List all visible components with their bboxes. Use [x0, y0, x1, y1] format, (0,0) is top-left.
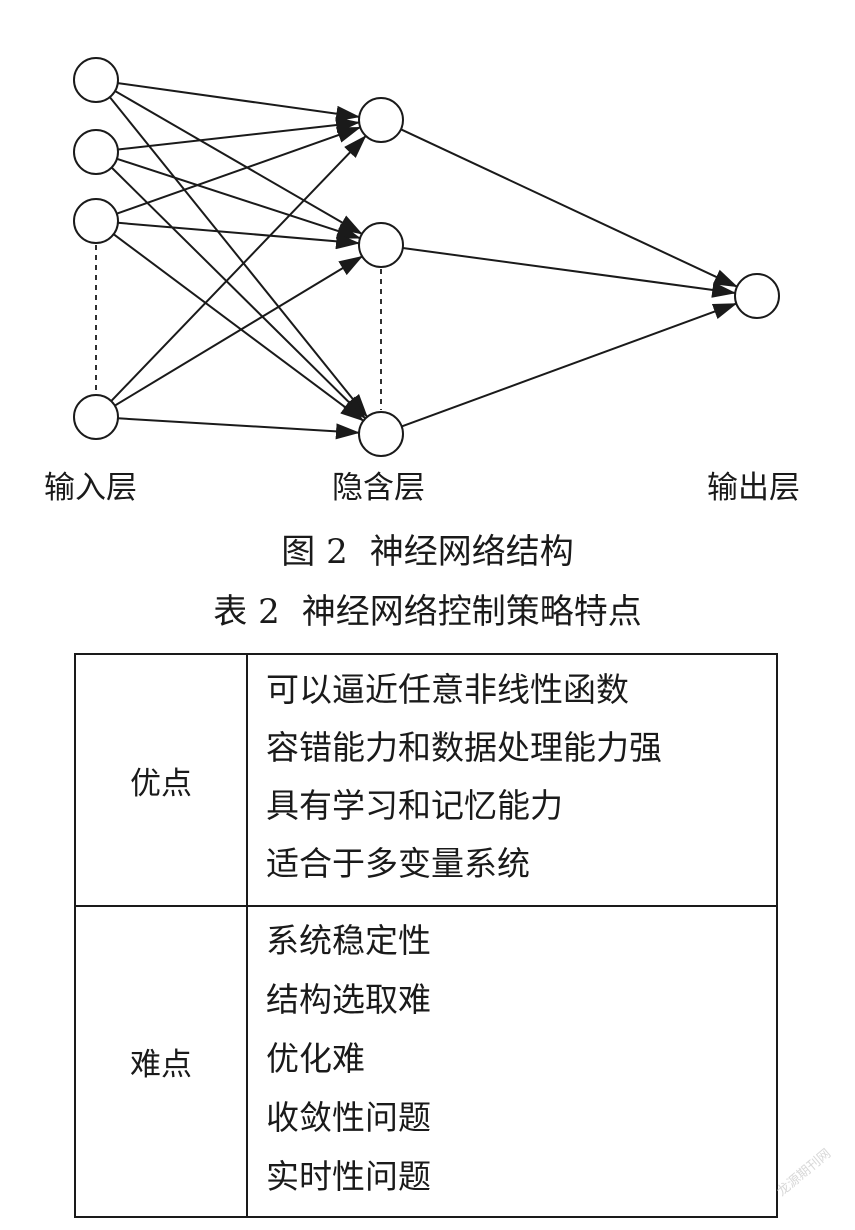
list-item: 实时性问题: [266, 1157, 431, 1196]
connection-edges: [109, 82, 739, 440]
difficulties-list: 系统稳定性 结构选取难 优化难 收敛性问题 实时性问题: [266, 911, 766, 1206]
edge-input-1-hidden-1: [116, 157, 362, 240]
edge-input-1-hidden-0: [117, 117, 361, 151]
neuron-nodes: [73, 57, 780, 457]
edge-input-3-hidden-2: [117, 417, 360, 440]
table-caption-title: 神经网络控制策略特点: [301, 592, 642, 632]
input-node-0: [73, 57, 119, 103]
watermark: 龙源期刊网: [774, 1146, 835, 1200]
edge-input-2-hidden-0: [116, 126, 362, 215]
table-caption: 表 2 神经网络控制策略特点: [0, 592, 855, 632]
edge-input-0-hidden-0: [117, 82, 361, 122]
list-item: 结构选取难: [266, 980, 431, 1019]
hidden-node-0: [358, 97, 404, 143]
edge-hidden-2-output: [401, 302, 738, 428]
row-label-advantages: 优点: [76, 655, 248, 905]
edge-input-3-hidden-0: [110, 135, 367, 402]
edge-input-0-hidden-2: [109, 96, 368, 418]
features-table: 优点 可以逼近任意非线性函数 容错能力和数据处理能力强 具有学习和记忆能力 适合…: [74, 653, 778, 1218]
list-item: 可以逼近任意非线性函数: [266, 670, 629, 709]
list-item: 系统稳定性: [266, 921, 431, 960]
list-item: 适合于多变量系统: [266, 844, 530, 883]
edge-hidden-0-output: [400, 128, 739, 288]
figure-caption: 图 2 神经网络结构: [0, 532, 855, 572]
figure-caption-number: 图 2: [281, 532, 348, 572]
figure-caption-title: 神经网络结构: [369, 532, 574, 572]
edge-input-1-hidden-2: [110, 166, 367, 420]
edge-input-3-hidden-1: [114, 255, 364, 407]
row-label-difficulties: 难点: [76, 907, 248, 1216]
ellipsis-dashes: [95, 245, 382, 410]
edge-hidden-1-output: [402, 247, 737, 298]
output-layer-label: 输出层: [707, 470, 800, 506]
table-row-advantages: 优点 可以逼近任意非线性函数 容错能力和数据处理能力强 具有学习和记忆能力 适合…: [76, 655, 776, 907]
output-node: [734, 273, 780, 319]
list-item: 收敛性问题: [266, 1098, 431, 1137]
edge-input-2-hidden-2: [113, 233, 365, 422]
advantages-list: 可以逼近任意非线性函数 容错能力和数据处理能力强 具有学习和记忆能力 适合于多变…: [266, 661, 766, 893]
hidden-node-1: [358, 222, 404, 268]
input-node-3: [73, 394, 119, 440]
input-node-2: [73, 198, 119, 244]
hidden-layer-label: 隐含层: [332, 470, 425, 506]
list-item: 具有学习和记忆能力: [266, 786, 563, 825]
neural-network-diagram: [73, 57, 780, 457]
table-row-difficulties: 难点 系统稳定性 结构选取难 优化难 收敛性问题 实时性问题: [76, 907, 776, 1216]
input-layer-label: 输入层: [44, 470, 137, 506]
list-item: 优化难: [266, 1039, 365, 1078]
hidden-node-2: [358, 411, 404, 457]
edge-input-0-hidden-1: [114, 90, 363, 235]
table-caption-number: 表 2: [213, 592, 280, 632]
edge-input-2-hidden-1: [117, 221, 361, 250]
input-node-1: [73, 129, 119, 175]
list-item: 容错能力和数据处理能力强: [266, 728, 662, 767]
